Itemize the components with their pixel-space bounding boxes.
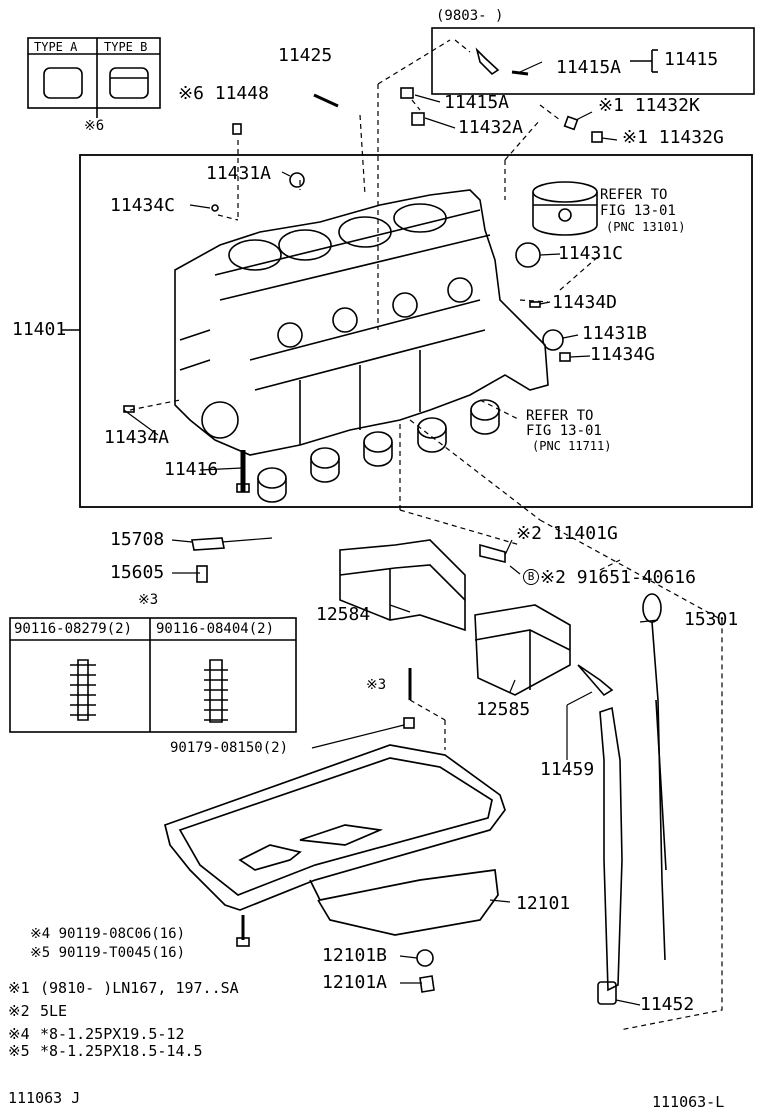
part-11431A[interactable]: 11431A [206,163,272,184]
part-11448[interactable]: ※6 11448 [178,83,269,104]
footer-left: 111063 J [8,1089,81,1107]
part-11431B[interactable]: 11431B [582,323,648,344]
part-11432K[interactable]: ※1 11432K [598,95,700,116]
plug-11431A [289,172,305,188]
oil-pan-12101 [163,744,506,936]
type-legend-box [27,37,161,109]
part-12101A[interactable]: 12101A [322,972,388,993]
note-1-mark: ※1 [8,979,30,997]
part-12584[interactable]: 12584 [316,604,371,625]
guide-tube-11452 [597,706,623,1005]
footer-right: 111063-L [652,1093,725,1111]
bolt-a [70,659,96,721]
refer2-line1: REFER TO [526,408,594,424]
part-15301[interactable]: 15301 [684,609,739,630]
note-2-mark: ※2 [8,1002,30,1020]
part-11415A[interactable]: 11415A [444,92,510,113]
type-a-label: TYPE A [34,40,78,54]
part-11401G[interactable]: ※2 11401G [516,523,618,544]
refer1-line2: FIG 13-01 [600,203,676,219]
part-90119-08C06[interactable]: ※4 90119-08C06(16) [30,926,186,942]
header-range: (9803- ) [436,8,504,24]
part-11415A-inner[interactable]: 11415A [556,57,622,78]
part-11431C[interactable]: 11431C [558,243,624,264]
part-11416[interactable]: 11416 [164,459,219,480]
part-91651-40616[interactable]: ※2 91651-40616 [540,567,696,588]
refer2-line3: (PNC 11711) [532,439,612,453]
gasket-12101B [416,949,434,967]
refer2-line2: FIG 13-01 [526,423,602,439]
note-4-text: *8-1.25PX19.5-12 [40,1025,185,1043]
note-1-text: (9810- )LN167, 197..SA [40,979,239,997]
part-11459[interactable]: 11459 [540,759,595,780]
part-11432A[interactable]: 11432A [458,117,524,138]
bolt-col1[interactable]: 90116-08279(2) [14,621,133,637]
piston [532,181,598,236]
bolt-table-note: ※3 [138,592,159,608]
part-12101B[interactable]: 12101B [322,945,388,966]
part-90179-08150[interactable]: 90179-08150(2) [170,740,289,756]
plug-11431B [542,329,564,351]
main-bearings [257,399,500,503]
plug-11431C [515,242,541,268]
block-frame [79,154,753,508]
refer1-line3: (PNC 13101) [606,220,686,234]
part-11401[interactable]: 11401 [12,319,67,340]
part-11434C[interactable]: 11434C [110,195,176,216]
note-5-mark: ※5 [8,1042,30,1060]
baffle-12584 [339,539,466,632]
cylinder-block [174,189,549,456]
part-15708[interactable]: 15708 [110,529,165,550]
refer1-line1: REFER TO [600,187,668,203]
part-11434A[interactable]: 11434A [104,427,170,448]
pump-12585 [474,604,571,696]
part-11434G[interactable]: 11434G [590,344,656,365]
part-11425[interactable]: 11425 [278,45,333,66]
part-90119-T0045[interactable]: ※5 90119-T0045(16) [30,945,186,961]
top-bracket-box [431,27,755,95]
type-note: ※6 [84,118,105,134]
part-11415[interactable]: 11415 [664,49,719,70]
part-12585[interactable]: 12585 [476,699,531,720]
note-2-text: 5LE [40,1002,68,1020]
part-11452[interactable]: 11452 [640,994,695,1015]
stud-note: ※3 [366,677,387,693]
bolt-b [204,659,228,723]
note-5-text: *8-1.25PX18.5-14.5 [40,1042,203,1060]
part-11432G[interactable]: ※1 11432G [622,127,724,148]
note-4-mark: ※4 [8,1025,30,1043]
type-b-label: TYPE B [104,40,148,54]
b-mark: B [523,569,539,585]
part-12101[interactable]: 12101 [516,893,571,914]
dipstick-15301 [642,593,667,961]
bolt-table [9,617,297,733]
part-15605[interactable]: 15605 [110,562,165,583]
bolt-col2[interactable]: 90116-08404(2) [156,621,275,637]
part-11434D[interactable]: 11434D [552,292,618,313]
